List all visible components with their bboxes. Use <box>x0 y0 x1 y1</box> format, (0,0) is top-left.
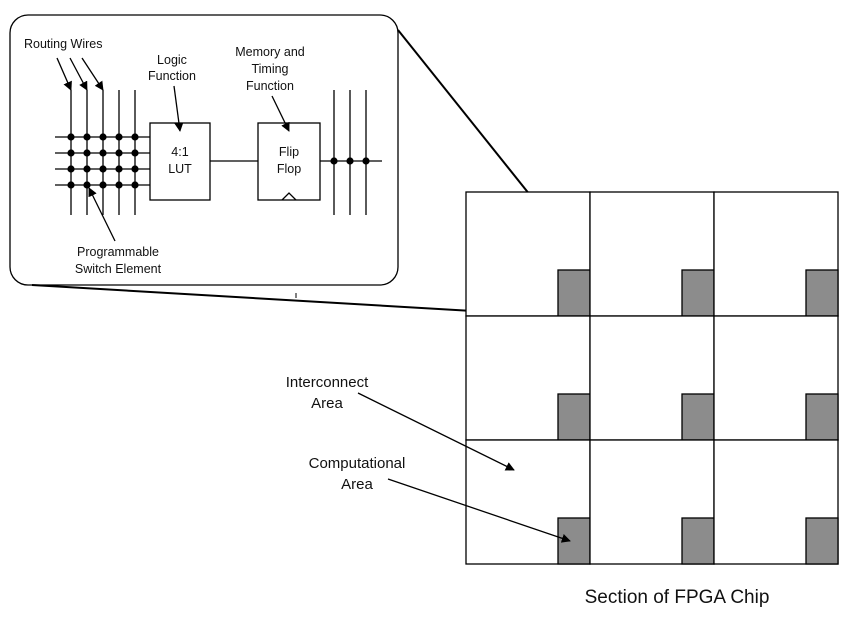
flipflop-label-line1: Flip <box>279 145 299 159</box>
memory-timing-label-line1: Memory and <box>235 45 305 59</box>
switch-dot <box>115 149 123 157</box>
switch-dot <box>99 181 107 189</box>
fpga-chip-grid <box>465 191 839 565</box>
lut-label-line2: LUT <box>168 162 192 176</box>
switch-dot <box>115 181 123 189</box>
computational-block <box>681 393 715 441</box>
switch-dot <box>115 165 123 173</box>
interconnect-label-line1: Interconnect <box>286 374 369 391</box>
switch-dot <box>99 165 107 173</box>
switch-dot <box>67 181 75 189</box>
computational-block <box>557 269 591 317</box>
interconnect-label-line2: Area <box>311 395 343 412</box>
computational-arrow <box>387 478 571 543</box>
inset-panel <box>9 14 399 286</box>
computational-block <box>805 393 839 441</box>
switch-element-arrow <box>88 187 116 242</box>
computational-block <box>557 517 591 565</box>
switch-dot <box>131 133 139 141</box>
computational-block <box>681 269 715 317</box>
switch-dot <box>83 165 91 173</box>
switch-dot <box>83 181 91 189</box>
switch-dot <box>99 149 107 157</box>
switch-dot <box>131 181 139 189</box>
routing-wires-right <box>333 90 367 215</box>
flipflop-clock-notch <box>281 192 297 201</box>
switch-dot <box>99 133 107 141</box>
computational-label-line1: Computational <box>309 455 406 472</box>
memory-timing-label-line2: Timing <box>251 62 288 76</box>
computational-block <box>557 393 591 441</box>
routing-wires-label: Routing Wires <box>24 37 103 51</box>
computational-block <box>805 269 839 317</box>
computational-block <box>681 517 715 565</box>
flipflop-box <box>257 122 321 201</box>
switch-dot <box>67 133 75 141</box>
memory-timing-arrow <box>271 95 290 132</box>
lut-label-line1: 4:1 <box>171 145 188 159</box>
switch-dot <box>83 149 91 157</box>
output-switch-dots <box>330 157 370 165</box>
interconnect-arrow <box>357 392 515 471</box>
switch-dot <box>67 165 75 173</box>
switch-element-label-line1: Programmable <box>77 245 159 259</box>
switch-element-dots <box>67 133 139 189</box>
switch-dot <box>131 149 139 157</box>
logic-function-arrow <box>173 85 184 132</box>
switch-dot <box>115 133 123 141</box>
routing-wires-arrows <box>56 57 104 91</box>
switch-dot <box>131 165 139 173</box>
switch-element-label-line2: Switch Element <box>75 262 162 276</box>
switch-dot <box>83 133 91 141</box>
flipflop-label-line2: Flop <box>277 162 301 176</box>
computational-label-line2: Area <box>341 476 373 493</box>
computational-block <box>805 517 839 565</box>
logic-function-label-line1: Logic <box>157 53 187 67</box>
memory-timing-label-line3: Function <box>246 79 294 93</box>
switch-dot <box>67 149 75 157</box>
chip-caption: Section of FPGA Chip <box>585 587 770 608</box>
logic-function-label-line2: Function <box>148 69 196 83</box>
